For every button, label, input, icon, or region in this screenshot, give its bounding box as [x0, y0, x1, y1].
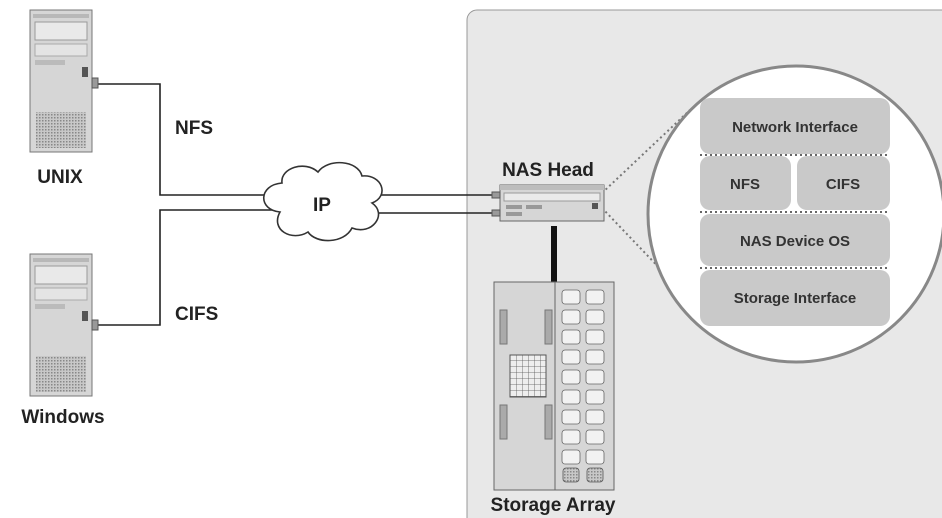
stack-storage-interface: [700, 270, 890, 326]
windows-server-icon[interactable]: [29, 253, 99, 397]
stack-device-os-label: NAS Device OS: [740, 233, 850, 250]
windows-label: Windows: [21, 407, 104, 428]
ip-cloud-icon: [263, 161, 383, 242]
nas-head-label: NAS Head: [502, 160, 594, 181]
unix-server-icon[interactable]: [29, 9, 99, 153]
unix-label: UNIX: [37, 167, 83, 188]
stack-cifs: [797, 156, 890, 210]
nfs-protocol-label: NFS: [175, 118, 213, 139]
storage-array-label: Storage Array: [491, 495, 616, 516]
stack-network-interface: [700, 98, 890, 154]
stack-nfs: [700, 156, 791, 210]
stack-network-interface-label: Network Interface: [732, 119, 858, 136]
ip-label: IP: [313, 195, 331, 216]
head-to-array-link: [551, 226, 557, 282]
stack-nfs-label: NFS: [730, 176, 760, 193]
nas-head-icon[interactable]: [491, 184, 605, 222]
storage-array-icon[interactable]: [493, 281, 615, 491]
connection-lines: [98, 83, 492, 326]
nas-head-zoom: [646, 64, 942, 364]
stack-device-os: [700, 214, 890, 266]
stack-cifs-label: CIFS: [826, 176, 860, 193]
stack-storage-interface-label: Storage Interface: [734, 290, 857, 307]
cifs-protocol-label: CIFS: [175, 304, 218, 325]
